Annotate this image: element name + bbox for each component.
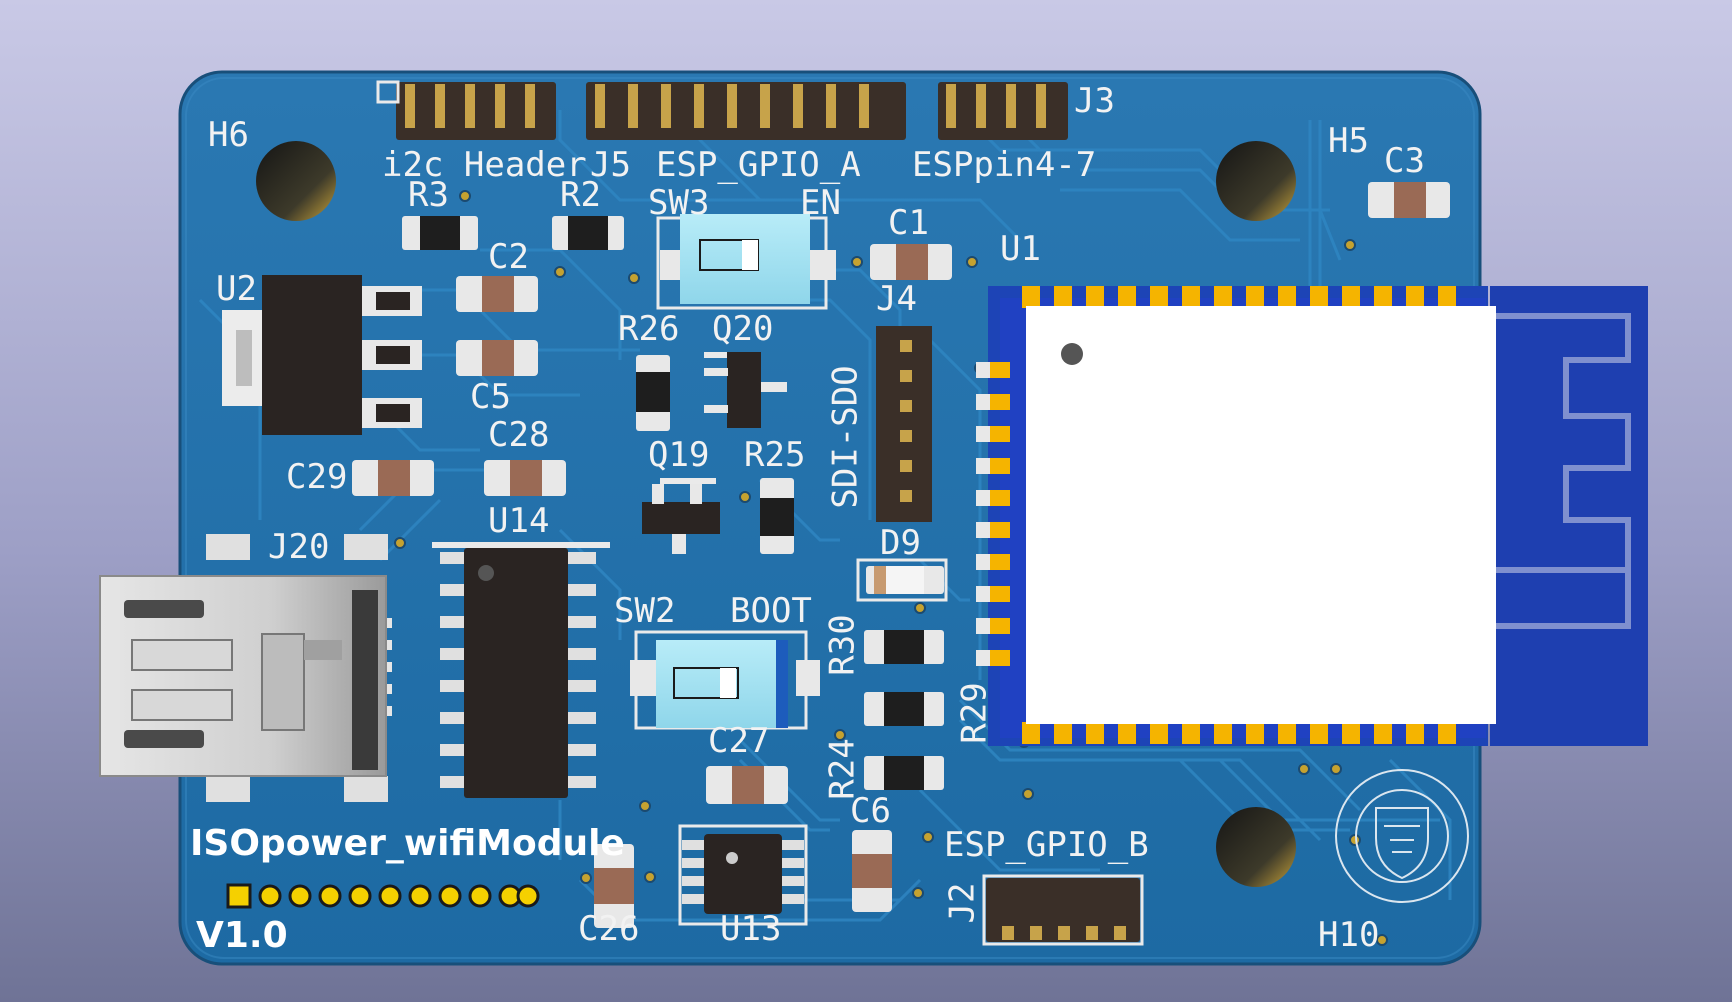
- esp-module-u1: [976, 286, 1648, 746]
- label-h6: H6: [208, 115, 249, 155]
- capacitor-c1: [870, 244, 952, 280]
- capacitor-c28: [484, 460, 566, 496]
- usb-connector-j20: [99, 534, 392, 802]
- label-esp-gpio-b: ESP_GPIO_B: [944, 825, 1149, 865]
- module-pads-top: [1022, 286, 1456, 308]
- transistor-q19: [642, 478, 720, 554]
- capacitor-c6: [852, 830, 892, 912]
- chip-u13: [678, 824, 808, 926]
- resistor-r3: [402, 216, 478, 250]
- label-boot: BOOT: [730, 591, 812, 631]
- label-c28: C28: [488, 415, 550, 455]
- label-espin: ESPpin4-7: [912, 145, 1097, 185]
- label-c26: C26: [578, 909, 640, 949]
- resistor-r26: [636, 355, 670, 431]
- label-r26: R26: [618, 309, 680, 349]
- switch-sw3[interactable]: [656, 214, 836, 310]
- label-j3: J3: [1074, 81, 1115, 121]
- label-c27: C27: [708, 721, 770, 761]
- board-name: ISOpower_wifiModule: [190, 823, 625, 864]
- label-r25: R25: [744, 435, 806, 475]
- label-i2c-header: i2c Header: [382, 145, 587, 185]
- module-pads-bottom: [1022, 722, 1456, 744]
- label-sdi-sdo: SDI-SDO: [825, 365, 866, 509]
- module-pads-left: [988, 362, 1010, 666]
- i2c-header: [376, 80, 556, 140]
- label-r30: R30: [822, 614, 863, 676]
- mounting-holes: [256, 141, 1296, 887]
- label-r29: R29: [954, 682, 995, 744]
- label-esp-gpio-a: ESP_GPIO_A: [656, 145, 861, 185]
- label-sw2: SW2: [614, 591, 676, 631]
- led-d9: [856, 558, 948, 602]
- label-c2: C2: [488, 237, 529, 277]
- label-j4: J4: [876, 279, 917, 319]
- switch-sw2[interactable]: [630, 630, 820, 730]
- label-q19: Q19: [648, 435, 710, 475]
- label-u14: U14: [488, 501, 550, 541]
- label-u1: U1: [1000, 229, 1041, 269]
- j3-header: [938, 82, 1068, 140]
- resistor-r29: [864, 692, 944, 726]
- esp-gpio-a-header: [586, 82, 906, 140]
- resistor-r24: [864, 756, 944, 790]
- label-u2: U2: [216, 269, 257, 309]
- capacitor-c27: [706, 766, 788, 804]
- j4-sdi-sdo-header: [876, 326, 932, 522]
- label-r2: R2: [560, 175, 601, 215]
- label-c3: C3: [1384, 141, 1425, 181]
- test-pad-row: [226, 883, 540, 909]
- label-c6: C6: [850, 791, 891, 831]
- label-j20: J20: [268, 527, 330, 567]
- board-version: V1.0: [196, 915, 288, 956]
- label-h5: H5: [1328, 121, 1369, 161]
- resistor-r2: [552, 216, 624, 250]
- label-q20: Q20: [712, 309, 774, 349]
- label-c29: C29: [286, 457, 348, 497]
- chip-u14: [432, 542, 610, 798]
- label-en: EN: [800, 183, 841, 223]
- capacitor-c2: [456, 276, 538, 312]
- label-r3: R3: [408, 175, 449, 215]
- module-shield-can: [1026, 306, 1496, 724]
- j2-header: [982, 874, 1144, 946]
- capacitor-c5: [456, 340, 538, 376]
- capacitor-c29: [352, 460, 434, 496]
- label-u13: U13: [720, 909, 782, 949]
- resistor-r30: [864, 630, 944, 664]
- label-sw3: SW3: [648, 183, 710, 223]
- capacitor-c3: [1368, 182, 1450, 218]
- capacitor-c26: [594, 844, 634, 928]
- label-j5: J5: [590, 145, 631, 185]
- label-c5: C5: [470, 377, 511, 417]
- resistor-r25: [760, 478, 794, 554]
- label-c1: C1: [888, 203, 929, 243]
- label-j2: J2: [942, 882, 983, 924]
- university-logo: [1335, 769, 1469, 903]
- transistor-q20: [704, 352, 787, 428]
- label-h10: H10: [1318, 915, 1380, 955]
- label-d9: D9: [880, 523, 921, 563]
- regulator-u2: [222, 275, 422, 435]
